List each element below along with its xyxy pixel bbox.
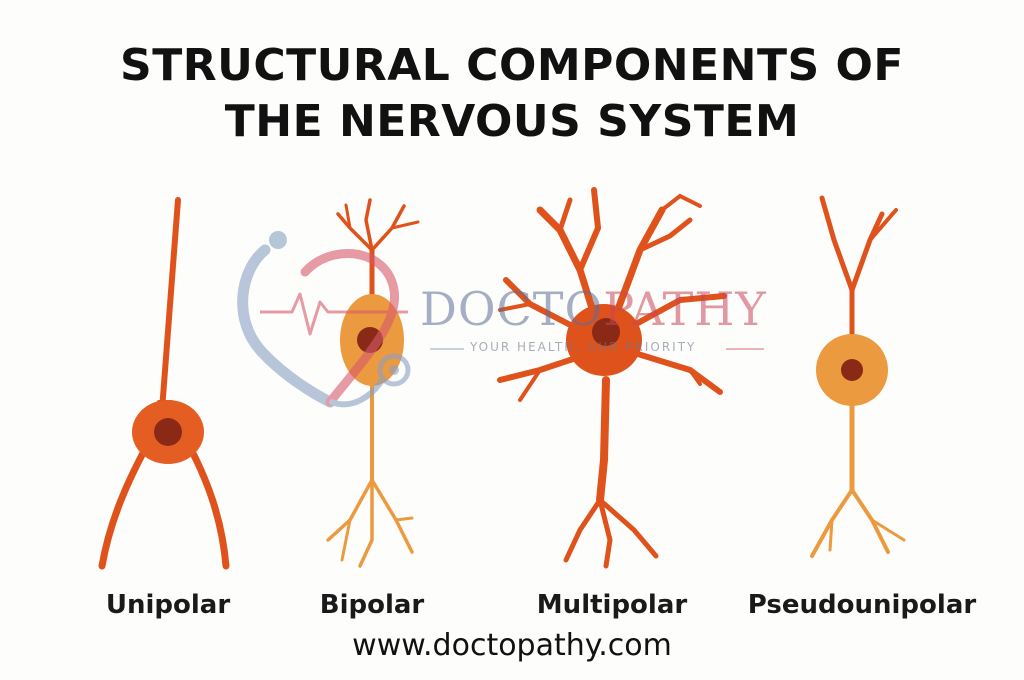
footer-url: www.doctopathy.com bbox=[352, 628, 672, 663]
label-bipolar: Bipolar bbox=[319, 590, 425, 620]
label-unipolar: Unipolar bbox=[105, 590, 231, 620]
watermark-logo bbox=[237, 231, 764, 408]
title-line-1: STRUCTURAL COMPONENTS OF bbox=[120, 40, 904, 91]
pseudounipolar-neuron bbox=[810, 195, 906, 558]
label-multipolar: Multipolar bbox=[536, 590, 688, 620]
title-line-2: THE NERVOUS SYSTEM bbox=[224, 96, 800, 147]
multipolar-neuron bbox=[497, 187, 727, 569]
watermark-brand-part2: PATHY bbox=[603, 282, 767, 336]
unipolar-neuron bbox=[98, 197, 230, 570]
label-pseudounipolar: Pseudounipolar bbox=[747, 590, 977, 620]
watermark-brand-part1: DOCTO bbox=[420, 282, 604, 336]
watermark-tagline: YOUR HEALTH, OUR PRIORITY bbox=[470, 340, 697, 354]
watermark-brand: DOCTOPATHY bbox=[420, 282, 767, 336]
page-title: STRUCTURAL COMPONENTS OF THE NERVOUS SYS… bbox=[0, 38, 1024, 150]
